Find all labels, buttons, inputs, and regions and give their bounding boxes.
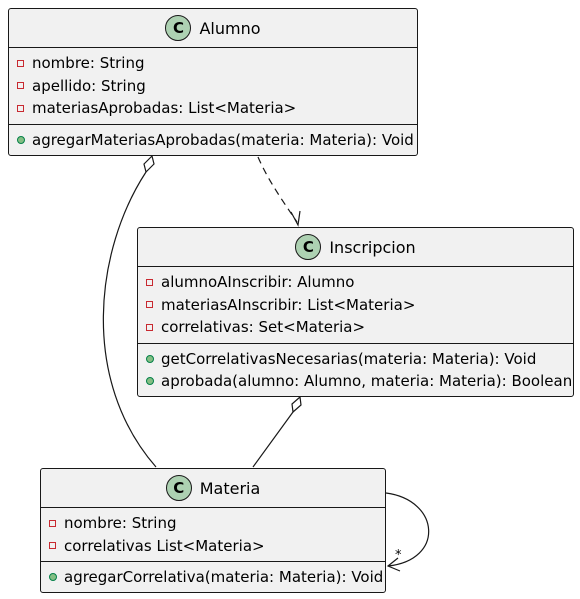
attribute-row: materiasAInscribir: List<Materia> — [138, 294, 573, 317]
attributes-section: nombre: String correlativas List<Materia… — [41, 508, 385, 562]
aggregation-diamond-inscripcion — [291, 395, 302, 414]
aggregation-alumno-materia — [102, 171, 157, 468]
dependency-alumno-inscripcion — [257, 156, 298, 223]
attribute-text: correlativas List<Materia> — [64, 536, 265, 555]
private-visibility-icon — [49, 519, 56, 527]
method-text: agregarMateriasAprobadas(materia: Materi… — [32, 130, 414, 149]
methods-section: getCorrelativasNecesarias(materia: Mater… — [138, 344, 573, 397]
dependency-arrowhead — [290, 210, 301, 227]
class-alumno[interactable]: C Alumno nombre: String apellido: String… — [8, 8, 418, 156]
class-name: Alumno — [199, 18, 261, 38]
public-visibility-icon — [146, 354, 154, 363]
class-header: C Inscripcion — [138, 228, 573, 267]
self-association-arrowhead — [386, 557, 401, 572]
method-row: aprobada(alumno: Alumno, materia: Materi… — [138, 370, 573, 393]
class-name: Materia — [199, 478, 261, 498]
attributes-section: nombre: String apellido: String materias… — [9, 48, 417, 125]
private-visibility-icon — [17, 82, 24, 90]
attribute-row: nombre: String — [41, 512, 385, 535]
public-visibility-icon — [146, 377, 154, 386]
aggregation-diamond-alumno — [143, 154, 155, 174]
attributes-section: alumnoAInscribir: Alumno materiasAInscri… — [138, 267, 573, 344]
attribute-row: materiasAprobadas: List<Materia> — [9, 97, 417, 120]
class-stereotype-icon: C — [295, 234, 322, 260]
method-text: agregarCorrelativa(materia: Materia): Vo… — [64, 568, 384, 587]
private-visibility-icon — [17, 104, 24, 112]
class-inscripcion[interactable]: C Inscripcion alumnoAInscribir: Alumno m… — [137, 227, 574, 397]
class-header: C Alumno — [9, 9, 417, 48]
method-text: getCorrelativasNecesarias(materia: Mater… — [161, 349, 537, 368]
private-visibility-icon — [146, 301, 153, 309]
attribute-text: correlativas: Set<Materia> — [161, 318, 366, 337]
private-visibility-icon — [49, 542, 56, 550]
attribute-text: alumnoAInscribir: Alumno — [161, 273, 355, 292]
class-name: Inscripcion — [329, 237, 416, 257]
method-row: agregarMateriasAprobadas(materia: Materi… — [9, 129, 417, 152]
attribute-text: materiasAInscribir: List<Materia> — [161, 295, 416, 314]
method-text: aprobada(alumno: Alumno, materia: Materi… — [161, 372, 573, 391]
attribute-row: correlativas List<Materia> — [41, 535, 385, 558]
methods-section: agregarMateriasAprobadas(materia: Materi… — [9, 125, 417, 156]
attribute-row: nombre: String — [9, 52, 417, 75]
method-row: getCorrelativasNecesarias(materia: Mater… — [138, 348, 573, 371]
attribute-row: alumnoAInscribir: Alumno — [138, 271, 573, 294]
aggregation-inscripcion-materia — [252, 411, 294, 468]
class-materia[interactable]: C Materia nombre: String correlativas Li… — [40, 468, 386, 593]
attribute-text: materiasAprobadas: List<Materia> — [32, 99, 297, 118]
class-stereotype-icon: C — [165, 475, 192, 501]
self-association-materia — [385, 492, 430, 567]
multiplicity-label: * — [395, 548, 402, 563]
attribute-text: nombre: String — [32, 54, 145, 73]
private-visibility-icon — [17, 59, 24, 67]
private-visibility-icon — [146, 323, 153, 331]
attribute-text: apellido: String — [32, 76, 146, 95]
public-visibility-icon — [17, 135, 25, 144]
private-visibility-icon — [146, 278, 153, 286]
attribute-row: apellido: String — [9, 75, 417, 98]
method-row: agregarCorrelativa(materia: Materia): Vo… — [41, 566, 385, 589]
class-stereotype-icon: C — [165, 15, 192, 41]
attribute-text: nombre: String — [64, 514, 177, 533]
public-visibility-icon — [49, 573, 57, 582]
methods-section: agregarCorrelativa(materia: Materia): Vo… — [41, 562, 385, 593]
class-header: C Materia — [41, 469, 385, 508]
attribute-row: correlativas: Set<Materia> — [138, 316, 573, 339]
